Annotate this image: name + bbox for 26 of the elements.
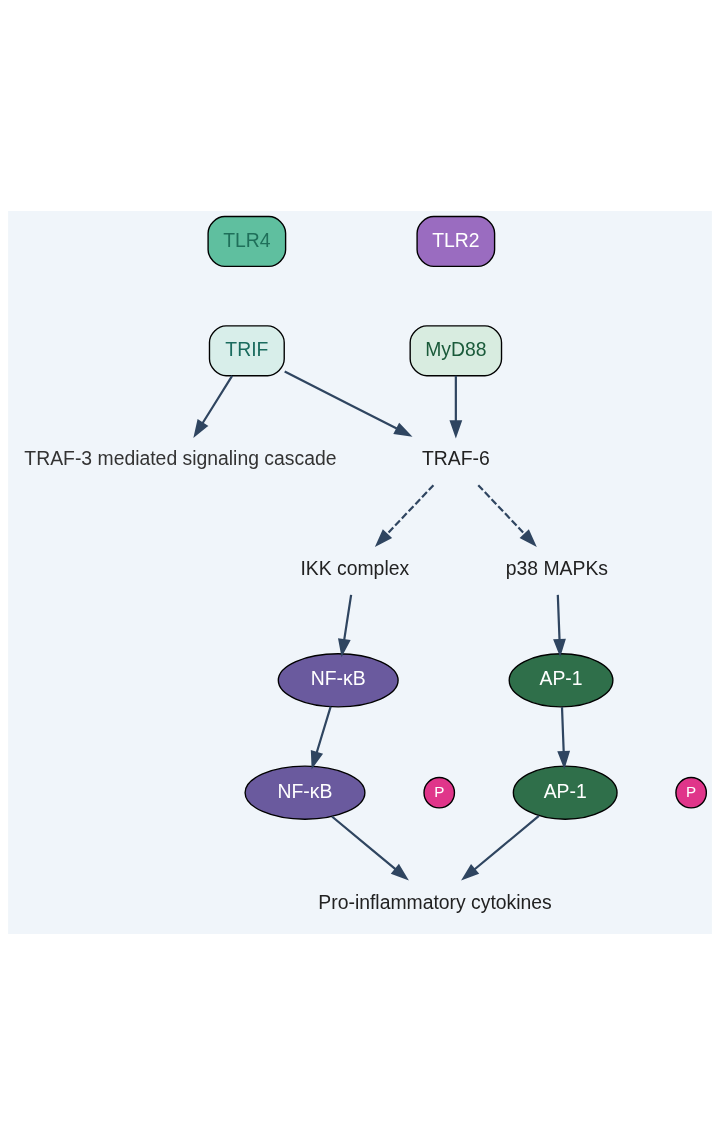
node-text: TRAF-6 — [421, 447, 490, 470]
arrow — [310, 706, 332, 770]
arrow — [557, 707, 571, 770]
arrow — [338, 594, 353, 658]
node-ellipse: AP-1 — [508, 653, 614, 708]
arrow — [374, 484, 435, 547]
node-box: TLR4 — [207, 215, 287, 268]
node-ellipse: AP-1 — [512, 765, 618, 820]
arrow — [284, 370, 413, 437]
node-text: Pro-inflammatory cytokines — [318, 890, 552, 913]
arrow — [449, 375, 463, 439]
node-ellipse: NF-κB — [244, 765, 366, 820]
node-box: TRIF — [208, 325, 285, 377]
node-text: p38 MAPKs — [505, 556, 608, 579]
node-box: TLR2 — [416, 215, 496, 268]
arrow — [553, 594, 566, 658]
node-text: IKK complex — [300, 556, 410, 579]
arrow — [477, 484, 537, 547]
arrow — [461, 815, 540, 881]
node-box: MyD88 — [409, 325, 503, 377]
arrow — [193, 375, 234, 438]
node-text: TRAF-3 mediated signaling cascade — [24, 447, 337, 470]
node-ellipse: NF-κB — [277, 653, 399, 708]
label: P — [686, 782, 697, 800]
arrow — [331, 815, 409, 881]
label: P — [434, 782, 445, 800]
